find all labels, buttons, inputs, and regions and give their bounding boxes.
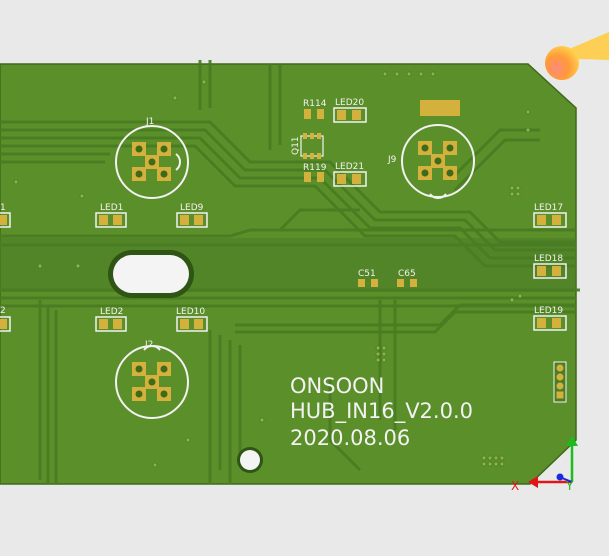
label-r114: R114 <box>303 99 327 109</box>
label-partial-left-bottom: 2 <box>0 306 6 316</box>
mounting-slot <box>108 250 194 298</box>
label-led19: LED19 <box>534 306 563 316</box>
led2-footprint <box>95 316 127 332</box>
partial-left-bottom-footprint <box>0 316 11 332</box>
label-led17: LED17 <box>534 203 563 213</box>
mounting-hole <box>237 447 263 473</box>
led21-footprint <box>333 171 367 187</box>
board-text-line-3: 2020.08.06 <box>290 426 410 450</box>
led17-footprint <box>533 212 567 228</box>
small-components <box>300 109 417 287</box>
label-partial-left-top: 1 <box>0 203 6 213</box>
board-text-line-2: HUB_IN16_V2.0.0 <box>290 399 473 424</box>
connector-j9 <box>401 124 475 199</box>
axis-gizmo[interactable]: X Y <box>511 436 578 493</box>
label-led20: LED20 <box>335 98 364 108</box>
label-led18: LED18 <box>534 254 563 264</box>
label-led21: LED21 <box>335 162 364 172</box>
label-q11: Q11 <box>291 136 301 155</box>
board-text-line-1: ONSOON <box>290 374 384 398</box>
z-axis-dot <box>556 473 564 481</box>
silkscreen-labels: J1 J2 J9 R114 R119 Q11 C51 C65 LED1 LED2… <box>0 98 563 350</box>
y-axis-label: Y <box>565 479 574 493</box>
led1-footprint <box>95 212 127 228</box>
led9-footprint <box>176 212 208 228</box>
label-led10: LED10 <box>176 307 205 317</box>
led18-footprint <box>533 263 567 279</box>
gold-pad <box>420 100 460 116</box>
partial-left-top-footprint <box>0 212 11 228</box>
led20-footprint <box>333 107 367 123</box>
connector-j2 <box>115 345 189 419</box>
board-silkscreen-text: ONSOON HUB_IN16_V2.0.0 2020.08.06 <box>290 374 473 450</box>
y-axis-arrow <box>566 436 578 446</box>
led10-footprint <box>176 316 208 332</box>
copper-band <box>0 238 576 292</box>
connector-j1 <box>115 125 189 199</box>
led19-footprint <box>533 315 567 331</box>
label-j1: J1 <box>145 117 154 127</box>
x-axis-arrow <box>528 476 538 488</box>
x-axis-label: X <box>511 479 519 493</box>
header-pins <box>553 361 567 403</box>
label-led2: LED2 <box>100 307 123 317</box>
label-r119: R119 <box>303 163 327 173</box>
z-axis-line <box>561 477 573 483</box>
light-source-icon[interactable] <box>545 32 609 80</box>
label-led1: LED1 <box>100 203 123 213</box>
label-led9: LED9 <box>180 203 204 213</box>
label-c51: C51 <box>358 269 376 279</box>
label-j9: J9 <box>387 155 397 165</box>
led-footprints <box>0 107 567 332</box>
label-j2: J2 <box>144 340 153 350</box>
label-c65: C65 <box>398 269 416 279</box>
